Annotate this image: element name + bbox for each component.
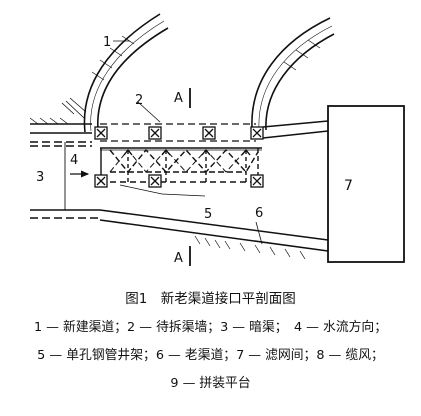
label-section-bottom: A — [174, 251, 183, 266]
steel-pipe-frame — [100, 147, 262, 185]
label-7: 7 — [344, 178, 353, 194]
label-3: 3 — [36, 170, 44, 185]
left-arch — [61, 13, 169, 133]
label-6: 6 — [255, 206, 263, 221]
label-1: 1 — [103, 35, 111, 50]
right-arch — [251, 17, 335, 131]
legend-line-1: 1 — 新建渠道；2 — 待拆渠墙；3 — 暗渠； 4 — 水流方向； — [33, 320, 388, 335]
channel-walls — [29, 117, 329, 260]
leader-lines — [113, 40, 263, 245]
label-5: 5 — [204, 207, 212, 222]
figure-title: 图1 新老渠道接口平剖面图 — [125, 291, 296, 307]
column-boxes — [94, 126, 264, 188]
wall-to-remove — [100, 123, 256, 142]
label-2: 2 — [135, 93, 143, 108]
legend-line-2: 5 — 单孔钢管井架；6 — 老渠道；7 — 滤网间；8 — 缆风； — [37, 348, 384, 363]
label-section-top: A — [174, 91, 183, 106]
labels: 1 2 3 4 5 6 7 A A — [36, 35, 353, 266]
label-4: 4 — [70, 153, 78, 168]
legend-line-3: 9 — 拼装平台 — [170, 376, 251, 391]
filter-room — [327, 105, 405, 263]
